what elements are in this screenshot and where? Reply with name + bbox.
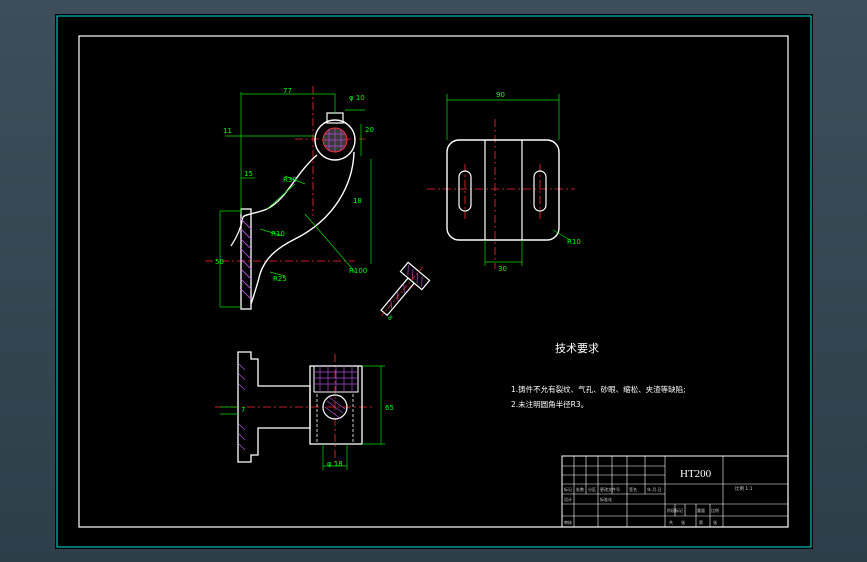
tb-ratio: 比例 — [711, 507, 719, 513]
tb-row-label-6: 年.月.日 — [647, 486, 662, 492]
tech-note-2: 2.未注明圆角半径R3。 — [511, 399, 588, 409]
dim-20: 20 — [365, 126, 374, 134]
tb-design: 设计 — [564, 496, 572, 502]
dim-r10: R10 — [271, 230, 285, 238]
dim-phi10: φ 10 — [349, 94, 365, 102]
tb-sheet-1: 共 — [669, 519, 673, 525]
front-view: 77 φ 10 11 20 15 R30 R10 R25 50 R100 18 — [205, 86, 374, 310]
dim-65: 65 — [385, 404, 394, 412]
drawing-canvas: 77 φ 10 11 20 15 R30 R10 R25 50 R100 18 — [56, 15, 812, 548]
tb-sheet-3: 第 — [699, 519, 703, 525]
dim-11: 11 — [223, 127, 232, 135]
material-text: HT200 — [680, 468, 712, 480]
tb-row-label-5: 签名 — [629, 486, 637, 492]
dim-r25: R25 — [273, 275, 287, 283]
rotated-section: 8 — [380, 261, 431, 322]
dim-18: 18 — [353, 197, 362, 205]
technical-requirements: 技术要求 1.铸件不允有裂纹、气孔、砂眼、缩松、夹渣等缺陷; 2.未注明圆角半径… — [511, 342, 686, 409]
tb-row-label-4: 更改文件号 — [600, 486, 620, 492]
dim-r30: R30 — [283, 176, 297, 184]
tech-note-1: 1.铸件不允有裂纹、气孔、砂眼、缩松、夹渣等缺陷; — [511, 384, 686, 394]
dim-r10-side: R10 — [567, 238, 581, 246]
tb-std: 标准化 — [600, 496, 612, 502]
dim-phi18: φ 18 — [327, 460, 343, 468]
dim-77: 77 — [283, 87, 292, 95]
side-view: 90 30 R10 — [427, 91, 581, 273]
dim-90: 90 — [496, 91, 505, 99]
dim-15: 15 — [244, 170, 253, 178]
tb-review: 审核 — [564, 519, 572, 525]
dim-7: 7 — [241, 406, 245, 414]
inner-frame — [78, 35, 789, 528]
top-view: 65 7 φ 18 — [215, 351, 394, 470]
title-block: HT200 比例 1:1 标记 处数 分区 更改文件号 签名 年.月.日 设计 … — [561, 455, 789, 528]
tech-title: 技术要求 — [555, 342, 599, 355]
dim-50: 50 — [215, 258, 224, 266]
drawing-sheet: 77 φ 10 11 20 15 R30 R10 R25 50 R100 18 — [55, 14, 813, 549]
scale-text: 比例 1:1 — [735, 485, 753, 492]
tb-row-label-2: 处数 — [576, 486, 584, 492]
tb-weight: 重量 — [697, 507, 705, 513]
tb-row-label-3: 分区 — [588, 486, 596, 492]
dim-r100: R100 — [349, 267, 367, 275]
tb-sheet-4: 张 — [713, 519, 717, 525]
dim-30: 30 — [498, 265, 507, 273]
dim-8: 8 — [386, 314, 394, 322]
outer-frame — [56, 15, 812, 548]
tb-row-label-1: 标记 — [564, 486, 572, 492]
tb-sheet-2: 张 — [681, 519, 685, 525]
tb-stage: 阶段标记 — [667, 507, 683, 513]
